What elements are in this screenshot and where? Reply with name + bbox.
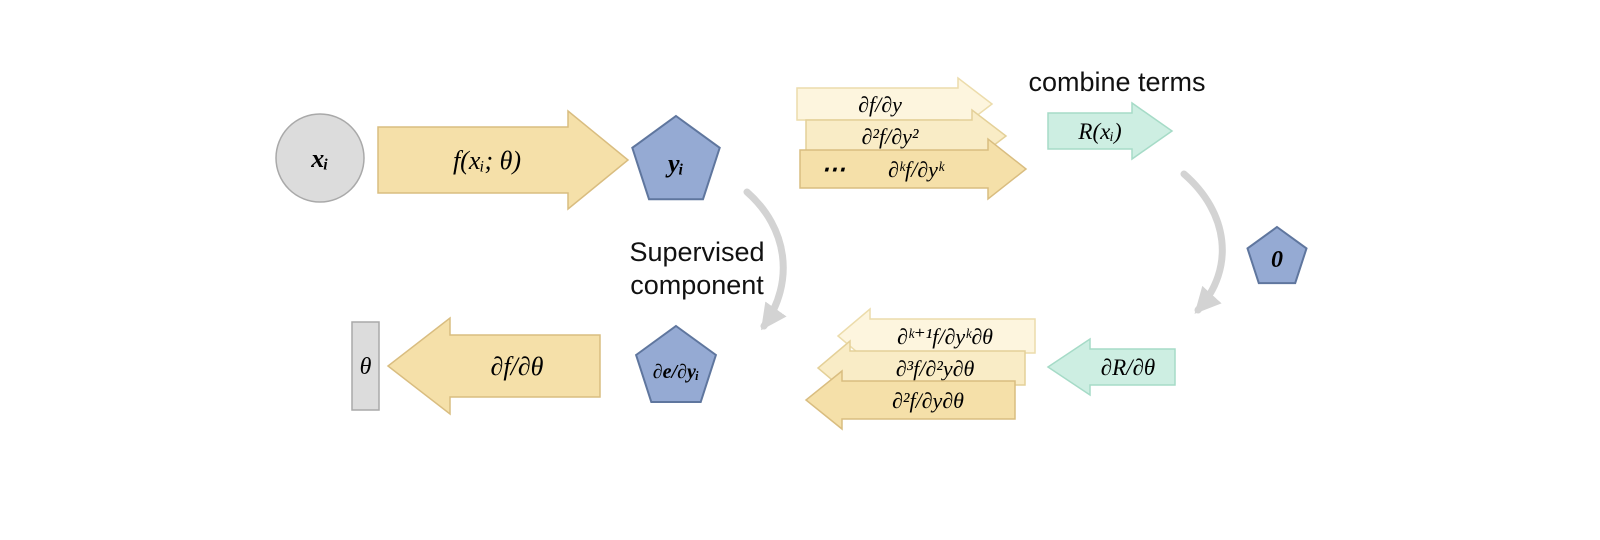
backward-arrow-icon <box>386 316 601 416</box>
error-grad-pentagon <box>634 324 718 403</box>
derivative-top-label-2: ∂²f/∂y² <box>862 124 919 149</box>
derivative-top-label-3: ∂ᵏf/∂yᵏ <box>888 157 945 182</box>
combine-flow-arrow-icon <box>1180 170 1226 314</box>
output-node: yᵢ <box>631 114 721 201</box>
derivative-bottom-label-3: ∂²f/∂y∂θ <box>892 388 964 413</box>
derivative-top-label-1: ∂f/∂y <box>858 92 902 117</box>
residual-grad-label: ∂R/∂θ <box>1101 355 1155 380</box>
residual-label: R(xᵢ) <box>1077 119 1121 144</box>
forward-arrow-node: f(xᵢ; θ) <box>377 109 630 211</box>
residual-grad-node: ∂R/∂θ <box>1046 337 1176 397</box>
zero-label: 0 <box>1271 247 1283 273</box>
derivative-bottom-arrow-3-icon <box>804 369 1016 431</box>
combine-terms-label: combine terms <box>1028 67 1205 97</box>
supervised-label-line2: component <box>630 270 764 300</box>
zero-node: 0 <box>1246 225 1308 285</box>
supervised-annotation: Supervised component <box>629 237 764 300</box>
output-pentagon <box>631 114 721 201</box>
error-grad-label: ∂e/∂yᵢ <box>653 361 699 383</box>
residual-grad-arrow-icon <box>1046 337 1176 397</box>
derivative-top-ellipsis: ⋯ <box>821 157 846 183</box>
error-grad-node: ∂e/∂yᵢ <box>634 324 718 403</box>
residual-node: R(xᵢ) <box>1047 101 1174 161</box>
theta-box <box>351 321 380 411</box>
theta-label: θ <box>360 354 372 380</box>
output-label: yᵢ <box>665 149 684 178</box>
derivative-top-arrow-3-icon <box>799 137 1028 201</box>
forward-arrow-icon <box>377 109 630 211</box>
derivative-stack-top: ∂f/∂y ∂²f/∂y² ⋯ ∂ᵏf/∂yᵏ <box>796 76 1028 201</box>
backward-arrow-label: ∂f/∂θ <box>491 352 544 381</box>
derivative-bottom-label-1: ∂ᵏ⁺¹f/∂yᵏ∂θ <box>897 324 993 349</box>
backward-arrow-node: ∂f/∂θ <box>386 316 601 416</box>
residual-arrow-icon <box>1047 101 1174 161</box>
supervised-flow-arrow-icon <box>743 188 787 331</box>
input-label: xᵢ <box>310 144 328 173</box>
supervised-label-line1: Supervised <box>629 237 764 267</box>
input-node: xᵢ <box>275 113 365 203</box>
zero-pentagon <box>1246 225 1308 285</box>
forward-arrow-label: f(xᵢ; θ) <box>453 146 521 175</box>
derivative-stack-bottom: ∂ᵏ⁺¹f/∂yᵏ∂θ ∂³f/∂²y∂θ ∂²f/∂y∂θ <box>804 307 1036 431</box>
derivative-bottom-label-2: ∂³f/∂²y∂θ <box>896 356 975 381</box>
input-circle <box>275 113 365 203</box>
theta-node: θ <box>351 321 380 411</box>
